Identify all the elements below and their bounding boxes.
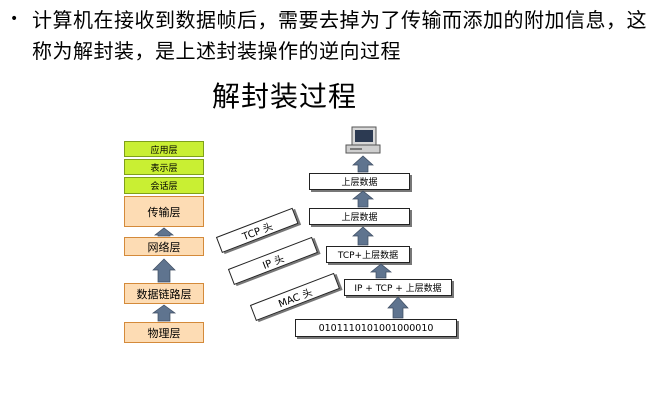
bits-box: 0101110101001000010 (295, 319, 457, 337)
bullet-text: 计算机在接收到数据帧后，需要去掉为了传输而添加的附加信息，这称为解封装，是上述封… (32, 8, 647, 63)
up-arrow-icon (352, 190, 374, 208)
up-arrow-icon (352, 155, 374, 173)
upper-data-box: 上层数据 (309, 208, 410, 225)
computer-icon (345, 126, 381, 154)
final-data-box: 上层数据 (309, 173, 410, 190)
tcp-data-box: TCP+上层数据 (326, 246, 410, 263)
layer-application: 应用层 (124, 141, 204, 157)
layer-transport: 传输层 (124, 196, 204, 227)
up-arrow-icon (151, 304, 177, 322)
up-arrow-icon (152, 258, 176, 283)
up-arrow-icon (387, 296, 409, 319)
layer-presentation: 表示层 (124, 159, 204, 175)
layer-physical: 物理层 (124, 322, 204, 343)
up-arrow-icon (352, 226, 374, 246)
up-arrow-icon (370, 263, 392, 279)
layer-network: 网络层 (124, 237, 204, 256)
bullet-marker: • (10, 11, 19, 27)
diagram-title: 解封装过程 (212, 80, 358, 113)
up-arrow-icon (153, 227, 175, 237)
layer-data-link: 数据链路层 (124, 283, 204, 304)
ip-tcp-data-box: IP + TCP + 上层数据 (344, 279, 452, 296)
layer-session: 会话层 (124, 177, 204, 194)
